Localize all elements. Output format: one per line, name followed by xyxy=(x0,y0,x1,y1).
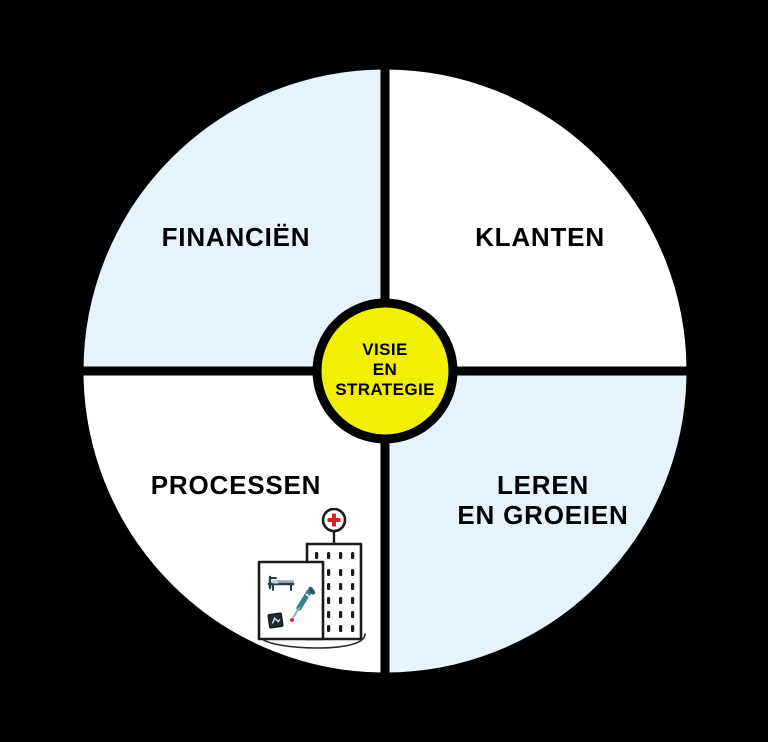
building-front-block xyxy=(257,560,325,641)
ground-line xyxy=(258,633,366,649)
center-hub[interactable] xyxy=(312,298,458,444)
hospital-illustration xyxy=(243,508,379,650)
wheel-outer-ring xyxy=(75,61,695,681)
quadrant-label-financien: FINANCIËN xyxy=(161,222,311,252)
center-hub-label: VISIE EN STRATEGIE xyxy=(335,340,435,399)
hospital-svg xyxy=(257,508,366,649)
wall-picture-icon xyxy=(267,612,284,629)
syringe-icon xyxy=(290,586,316,622)
quadrant-label-leren-en-groeien: LEREN EN GROEIEN xyxy=(457,470,629,531)
hospital-bed-icon xyxy=(267,575,295,591)
red-cross-sign-icon xyxy=(321,508,347,533)
quadrant-label-processen: PROCESSEN xyxy=(150,470,322,500)
quadrant-label-klanten: KLANTEN xyxy=(475,222,605,252)
